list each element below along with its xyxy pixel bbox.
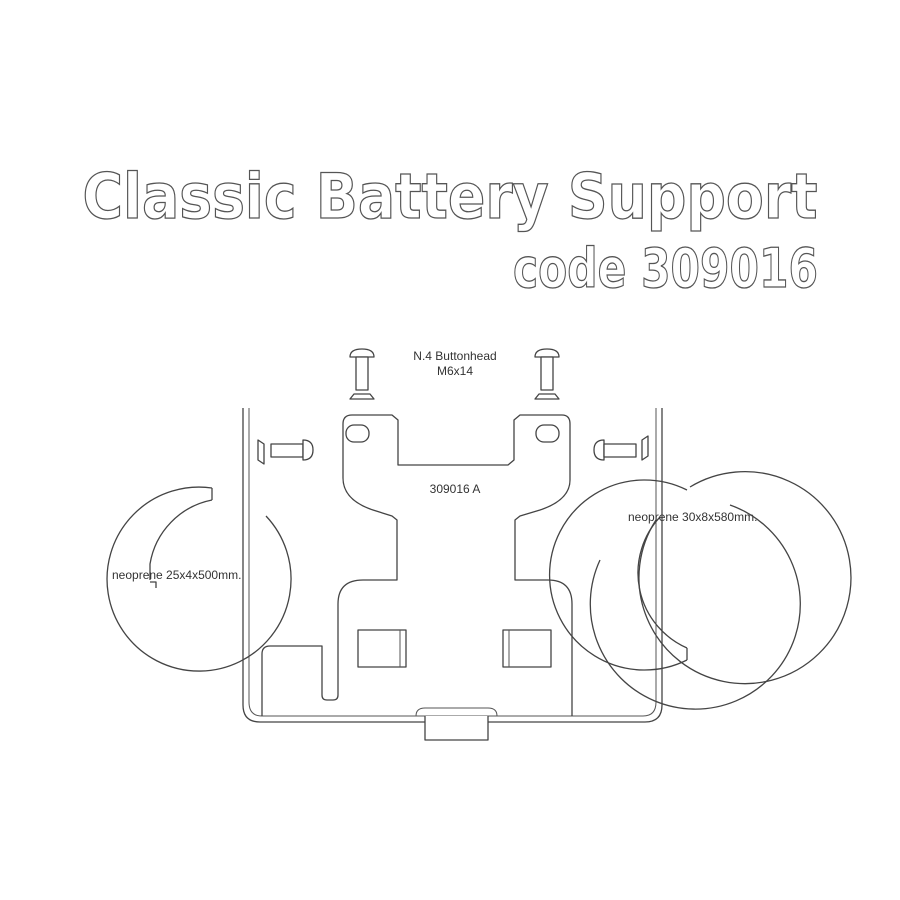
part-number-label: 309016 A bbox=[430, 482, 481, 496]
bracket-body bbox=[242, 408, 663, 741]
code-label: code 309016 bbox=[513, 237, 818, 300]
screw-size-label: M6x14 bbox=[437, 364, 473, 378]
screw-side-left bbox=[257, 439, 314, 465]
screw-top-left bbox=[349, 348, 375, 400]
neoprene-right-label: neoprene 30x8x580mm. bbox=[628, 510, 757, 524]
screw-top-right bbox=[534, 348, 560, 400]
neoprene-ring-right bbox=[548, 471, 852, 685]
screws-label: N.4 Buttonhead bbox=[413, 349, 496, 363]
screw-side-right bbox=[593, 435, 649, 461]
title: Classic Battery Support bbox=[83, 160, 818, 233]
neoprene-ring-right-outer bbox=[589, 504, 801, 710]
neoprene-left-label: neoprene 25x4x500mm. bbox=[112, 568, 241, 582]
neoprene-ring-left bbox=[106, 486, 292, 672]
